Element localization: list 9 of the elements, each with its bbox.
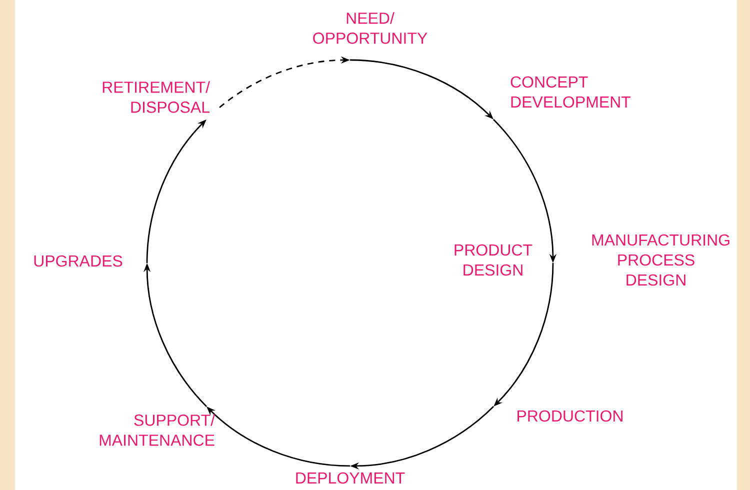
step-label: PRODUCTION xyxy=(518,410,622,422)
step-label: MANUFACTURING PROCESS DESIGN xyxy=(592,234,730,286)
step-label: CONCEPT DEVELOPMENT xyxy=(510,76,631,108)
step-label: RETIREMENT/ DISPOSAL xyxy=(102,81,210,113)
step-label: PRODUCT DESIGN xyxy=(454,244,532,276)
step-label: DEPLOYMENT xyxy=(296,472,405,484)
step-label: SUPPORT/ MAINTENANCE xyxy=(100,414,215,446)
step-label: UPGRADES xyxy=(34,255,122,267)
step-label: NEED/ OPPORTUNITY xyxy=(313,12,428,44)
